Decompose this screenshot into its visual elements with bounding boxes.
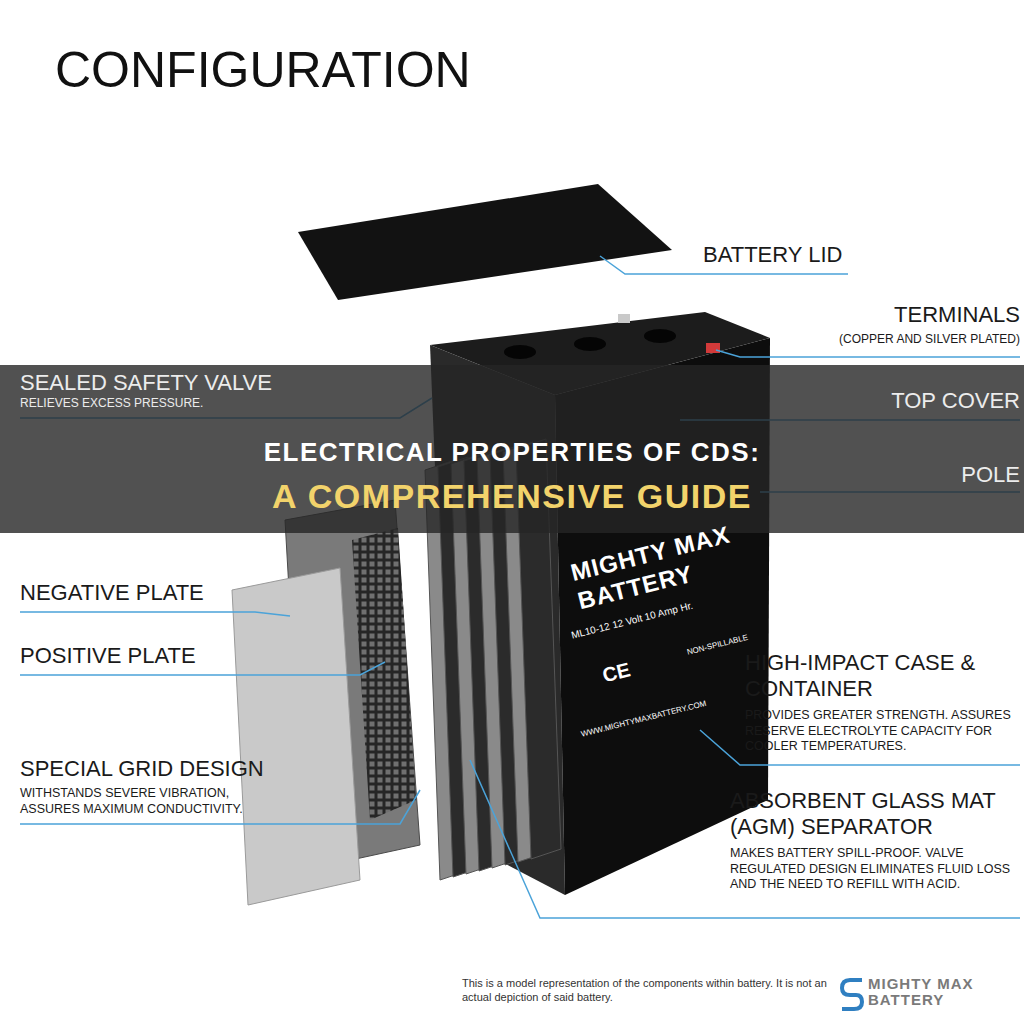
- part-label: ABSORBENT GLASS MAT (AGM) SEPARATOR: [730, 788, 1018, 841]
- part-label: SPECIAL GRID DESIGN: [20, 756, 264, 782]
- vent: [574, 337, 606, 351]
- part-note: PROVIDES GREATER STRENGTH. ASSURES RESER…: [745, 708, 1017, 755]
- part-label: TOP COVER: [891, 388, 1020, 414]
- leader-line: [716, 350, 1020, 357]
- part-label: HIGH-IMPACT CASE & CONTAINER: [745, 650, 1017, 703]
- leader-line: [470, 760, 1020, 918]
- terminal: [706, 343, 720, 353]
- part-note: (COPPER AND SILVER PLATED): [839, 332, 1020, 346]
- terminal: [618, 314, 630, 323]
- logo-text: MIGHTY MAX BATTERY: [868, 976, 998, 1008]
- vent: [504, 345, 536, 359]
- banner-heading: ELECTRICAL PROPERTIES OF CDS:: [0, 437, 1024, 468]
- vent: [644, 329, 676, 343]
- banner-subheading: A COMPREHENSIVE GUIDE: [0, 476, 1024, 517]
- disclaimer-note: This is a model representation of the co…: [462, 976, 838, 1005]
- logo-icon: [842, 980, 862, 1009]
- battery-lid: [298, 184, 672, 300]
- part-label: BATTERY LID: [703, 242, 842, 268]
- part-label: NEGATIVE PLATE: [20, 580, 204, 606]
- leader-lines: [20, 256, 1020, 918]
- part-label: TERMINALS: [894, 302, 1020, 328]
- part-note: WITHSTANDS SEVERE VIBRATION, ASSURES MAX…: [20, 786, 290, 817]
- part-label: SEALED SAFETY VALVE: [20, 370, 272, 396]
- part-label: POLE: [961, 462, 1020, 488]
- part-label: POSITIVE PLATE: [20, 643, 196, 669]
- part-note: RELIEVES EXCESS PRESSURE.: [20, 396, 203, 410]
- leader-line: [20, 612, 290, 616]
- part-note: MAKES BATTERY SPILL-PROOF. VALVE REGULAT…: [730, 846, 1018, 893]
- diagram-title: CONFIGURATION: [55, 40, 471, 100]
- negative-plate: [232, 568, 360, 905]
- logo-mark: [842, 980, 862, 1009]
